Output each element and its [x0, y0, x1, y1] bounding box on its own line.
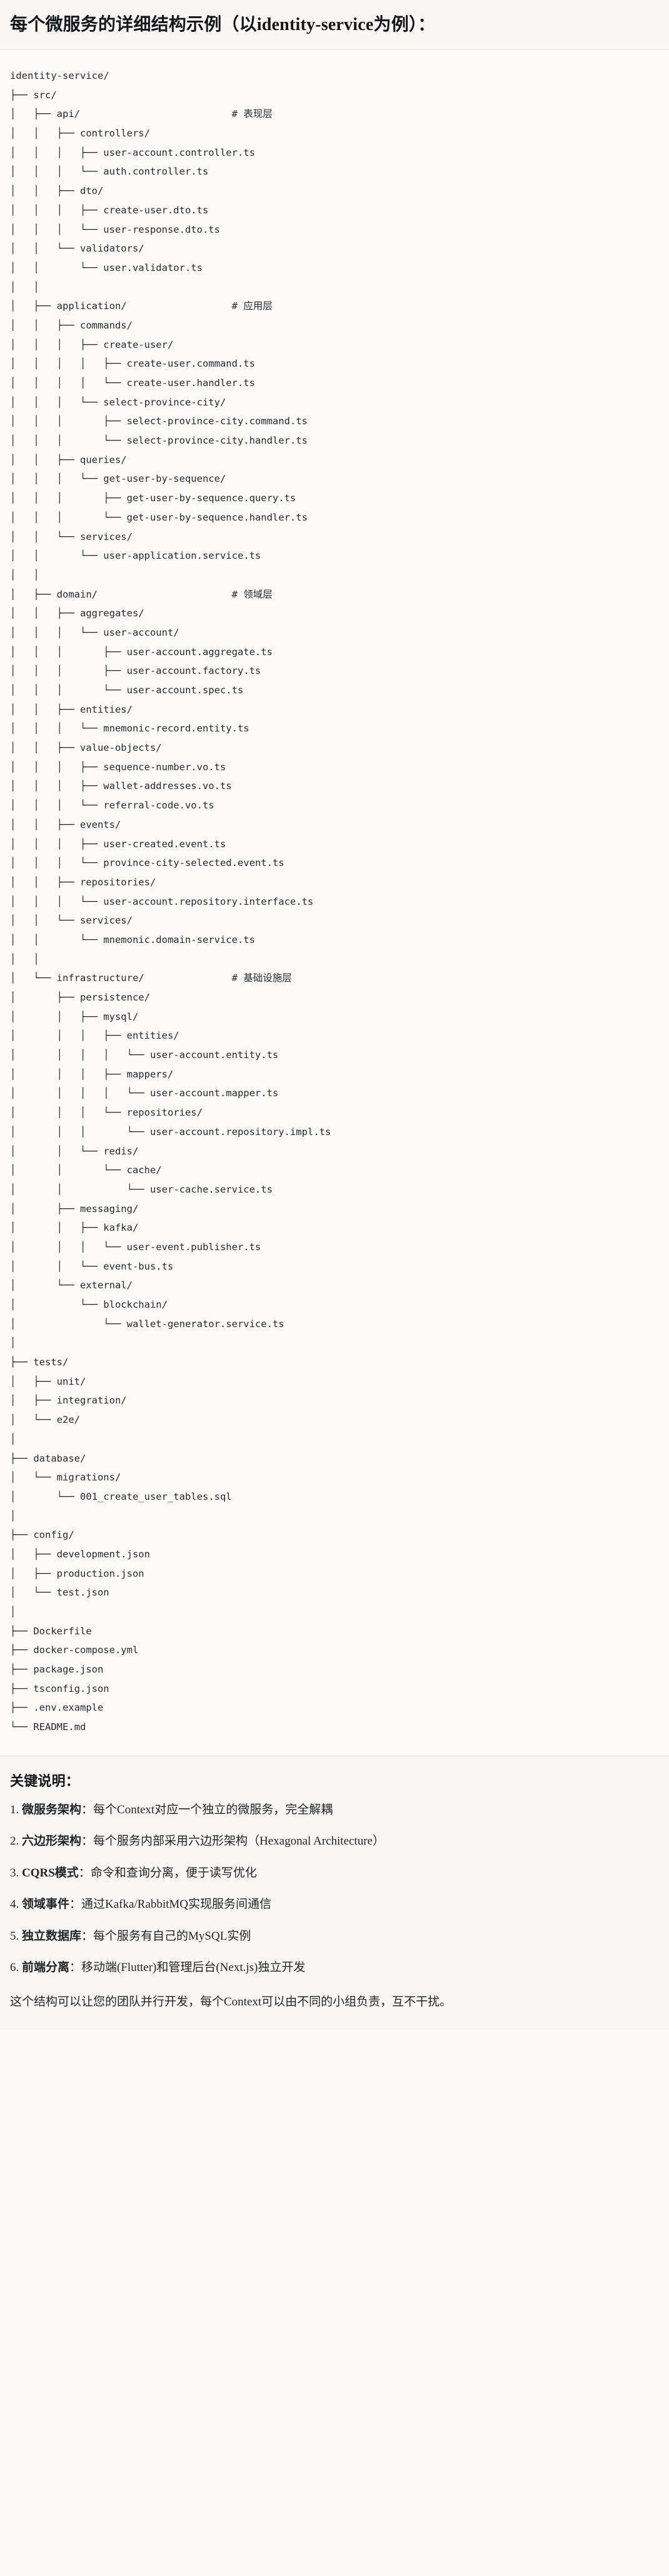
note-item: 4. 领域事件：通过Kafka/RabbitMQ实现服务间通信	[10, 1896, 659, 1914]
note-item: 1. 微服务架构：每个Context对应一个独立的微服务，完全解耦	[10, 1801, 659, 1820]
note-number: 4.	[10, 1898, 19, 1912]
note-number: 2.	[10, 1835, 19, 1848]
note-term: 六边形架构	[22, 1835, 82, 1848]
note-separator: ：	[81, 1835, 94, 1848]
note-term: 独立数据库	[22, 1929, 82, 1943]
note-item: 5. 独立数据库：每个服务有自己的MySQL实例	[10, 1928, 659, 1946]
note-description: 命令和查询分离，便于读写优化	[90, 1866, 257, 1880]
note-term: 前端分离	[22, 1961, 70, 1975]
note-description: 移动端(Flutter)和管理后台(Next.js)独立开发	[81, 1961, 306, 1975]
note-separator: ：	[69, 1898, 82, 1912]
note-item: 6. 前端分离：移动端(Flutter)和管理后台(Next.js)独立开发	[10, 1959, 659, 1977]
note-separator: ：	[81, 1929, 94, 1943]
note-number: 5.	[10, 1929, 19, 1943]
directory-tree: identity-service/ ├── src/ │ ├── api/ # …	[10, 70, 331, 1733]
note-item: 3. CQRS模式：命令和查询分离，便于读写优化	[10, 1865, 659, 1883]
closing-paragraph: 这个结构可以让您的团队并行开发，每个Context可以由不同的小组负责，互不干扰…	[10, 1995, 452, 2008]
note-description: 每个服务有自己的MySQL实例	[93, 1929, 251, 1943]
note-number: 1.	[10, 1803, 19, 1816]
note-separator: ：	[69, 1961, 82, 1975]
page-title: 每个微服务的详细结构示例（以identity-service为例）：	[10, 15, 436, 34]
note-term: 领域事件	[22, 1898, 70, 1912]
note-number: 3.	[10, 1866, 19, 1880]
note-separator: ：	[81, 1803, 94, 1816]
note-description: 通过Kafka/RabbitMQ实现服务间通信	[81, 1898, 272, 1912]
directory-tree-block: identity-service/ ├── src/ │ ├── api/ # …	[0, 50, 669, 1756]
note-number: 6.	[10, 1961, 19, 1975]
page-header: 每个微服务的详细结构示例（以identity-service为例）：	[0, 0, 669, 50]
key-notes-block: 关键说明： 1. 微服务架构：每个Context对应一个独立的微服务，完全解耦 …	[0, 1756, 669, 2030]
note-description: 每个服务内部采用六边形架构（Hexagonal Architecture）	[93, 1835, 385, 1848]
note-term: 微服务架构	[22, 1803, 82, 1816]
key-notes-title: 关键说明：	[10, 1773, 80, 1789]
note-separator: ：	[78, 1866, 91, 1880]
note-description: 每个Context对应一个独立的微服务，完全解耦	[93, 1803, 333, 1816]
note-term: CQRS模式	[22, 1866, 79, 1880]
note-item: 2. 六边形架构：每个服务内部采用六边形架构（Hexagonal Archite…	[10, 1833, 659, 1851]
